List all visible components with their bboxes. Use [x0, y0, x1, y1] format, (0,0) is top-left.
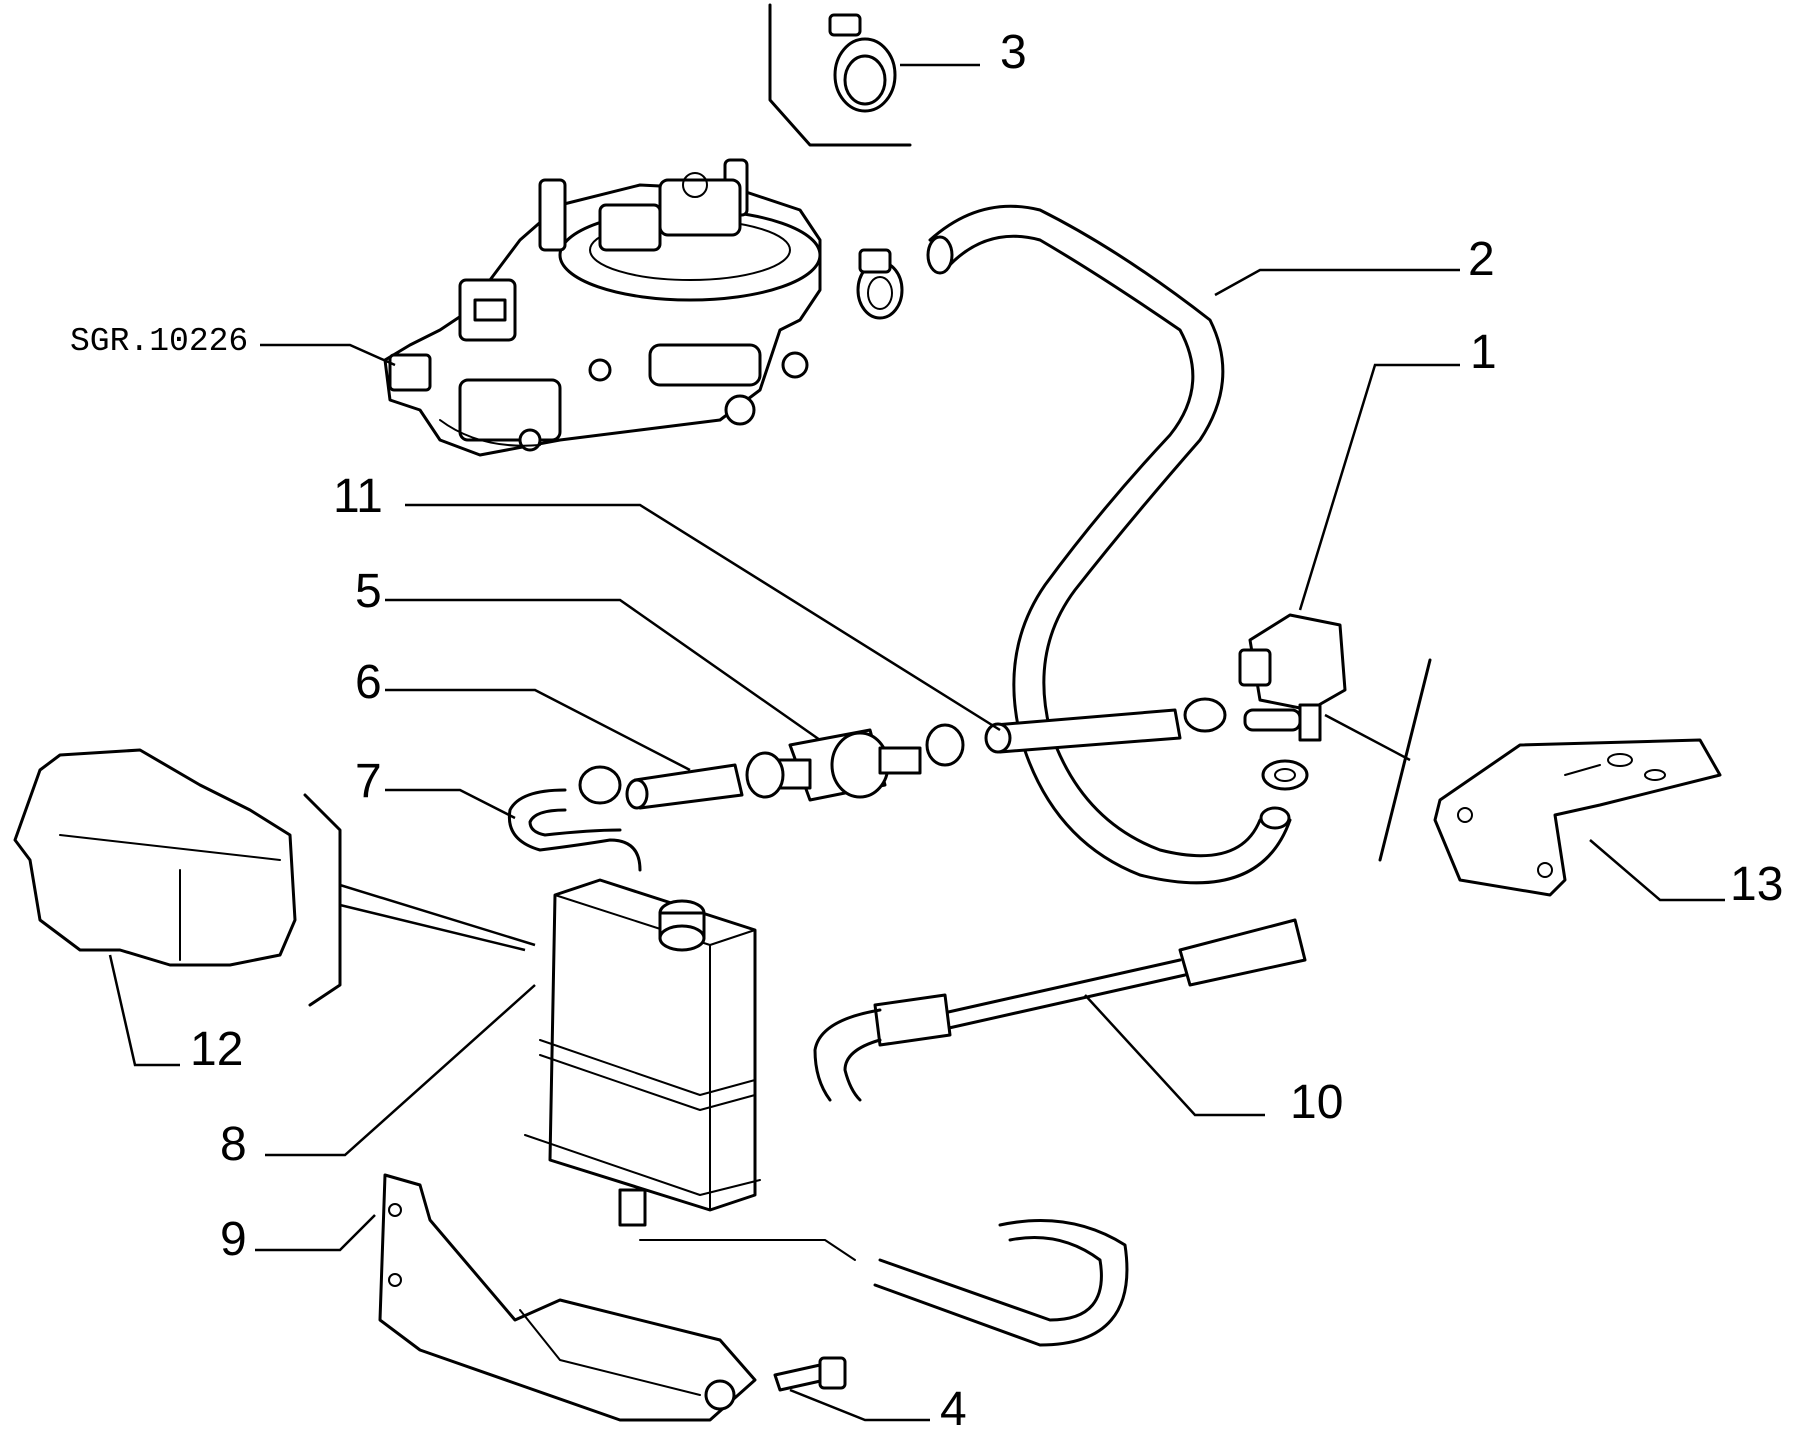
callout-9: 9 — [220, 1213, 247, 1266]
callout-1: 1 — [1470, 326, 1497, 379]
hose-part-10 — [813, 918, 1307, 1102]
vacuum-hose-part-2 — [926, 204, 1292, 885]
bracket-part-9 — [378, 1173, 757, 1422]
reference-code: SGR.10226 — [70, 323, 248, 360]
callout-8: 8 — [220, 1118, 247, 1171]
leader-lines — [108, 63, 1725, 1422]
charcoal-canister-part-8 — [524, 878, 761, 1227]
drain-hose — [639, 1219, 1129, 1347]
callout-6: 6 — [355, 656, 382, 709]
callout-labels: 3 2 1 11 5 6 7 12 8 9 4 10 13 SGR.10226 — [70, 26, 1783, 1431]
hose-part-6 — [578, 763, 744, 810]
hose-part-11 — [984, 697, 1227, 754]
small-hose-clamp — [856, 248, 904, 320]
callout-3: 3 — [1000, 26, 1027, 79]
callout-11: 11 — [333, 470, 383, 523]
bracket-part-13 — [1378, 658, 1722, 897]
callout-5: 5 — [355, 565, 382, 618]
throttle-body-illustration — [383, 158, 822, 457]
callout-13: 13 — [1730, 858, 1783, 911]
hose-clamp-part-3 — [768, 3, 912, 147]
bolt-part-4 — [773, 1356, 847, 1392]
callout-4: 4 — [940, 1383, 967, 1431]
check-valve-part-5 — [745, 723, 965, 802]
callout-7: 7 — [355, 755, 382, 808]
cover-part-12 — [13, 748, 342, 1007]
callout-10: 10 — [1290, 1076, 1343, 1129]
callout-12: 12 — [190, 1023, 243, 1076]
solenoid-valve-part-1 — [1238, 613, 1347, 791]
callout-2: 2 — [1468, 233, 1495, 286]
